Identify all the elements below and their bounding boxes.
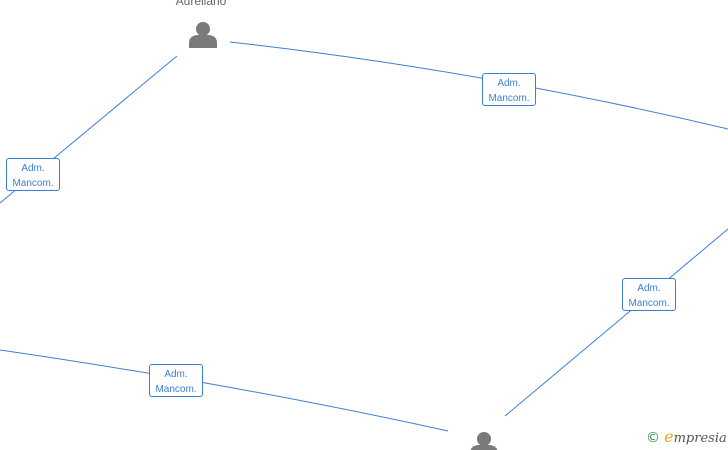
edge-badge-line1: Adm. [164, 369, 188, 380]
node-label-top: Aureliano [175, 0, 227, 8]
edge-badge-top-left[interactable]: Adm. Mancom. [6, 158, 60, 191]
edge-line-top-right [229, 41, 728, 130]
edge-badge-top-right[interactable]: Adm. Mancom. [482, 73, 536, 106]
edge-lines [0, 41, 728, 432]
edge-line-bottom-right [504, 228, 728, 417]
edge-badge-line1: Adm. [497, 78, 521, 89]
edge-badge-bottom-right[interactable]: Adm. Mancom. [622, 278, 676, 311]
empresia-logo: © empresia [646, 427, 728, 447]
edge-badge-bottom-left[interactable]: Adm. Mancom. [149, 364, 203, 397]
person-icon[interactable] [470, 432, 498, 450]
edge-badge-line1: Adm. [21, 163, 45, 174]
copyright-icon: © [646, 430, 660, 446]
brand-initial: e [664, 427, 674, 446]
edge-badge-line2: Mancom. [12, 178, 54, 189]
edge-badge-line2: Mancom. [155, 384, 197, 395]
edge-badge-line2: Mancom. [488, 93, 530, 104]
edge-badge-line2: Mancom. [628, 298, 670, 309]
edge-badge-line1: Adm. [637, 283, 661, 294]
person-icon[interactable] [189, 22, 217, 48]
brand-name: mpresia [673, 431, 727, 446]
edge-line-bottom-left [0, 349, 449, 432]
